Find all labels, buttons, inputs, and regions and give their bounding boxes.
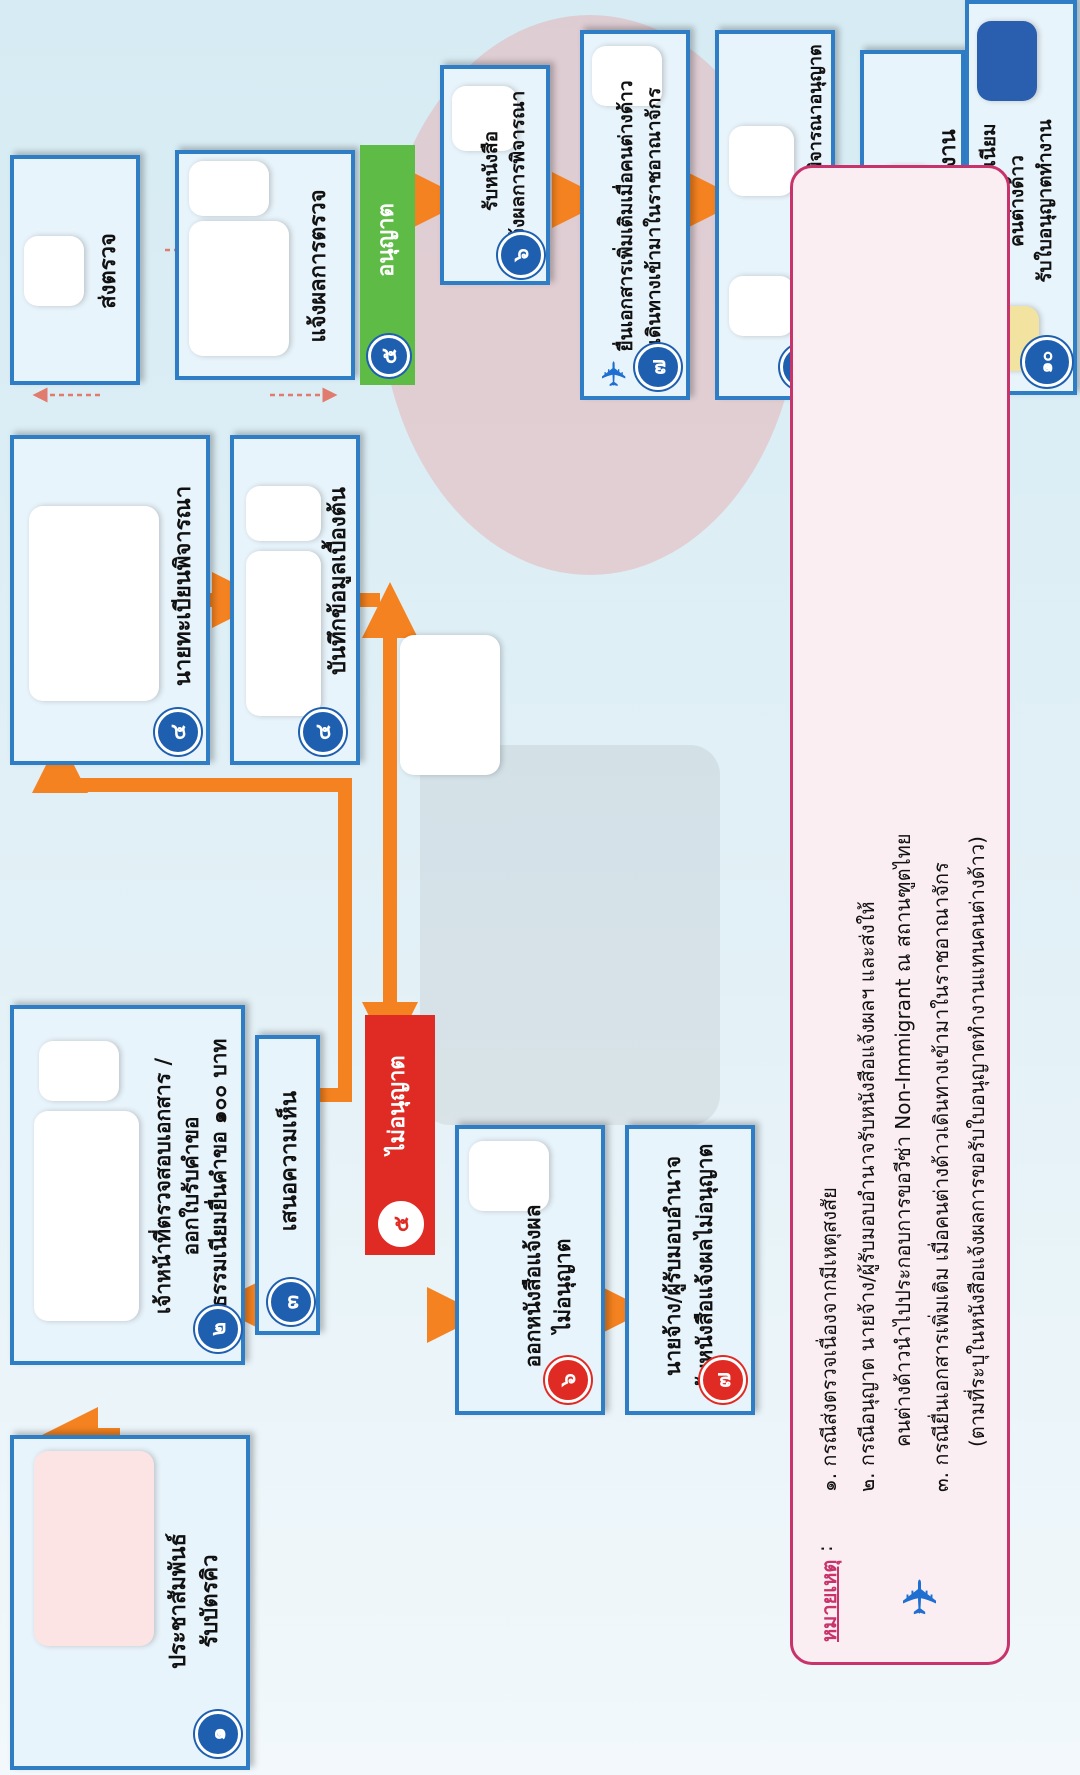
approve-reject-figures-icon <box>400 635 500 775</box>
inspection-result-box: แจ้งผลการตรวจ <box>175 150 355 380</box>
step-7a-badge: ๗ <box>635 344 681 390</box>
step-4b-box: บันทึกข้อมูลเบื้องต้น <box>230 435 360 765</box>
send-inspection-box: ส่งตรวจ <box>10 155 140 385</box>
step-2-line2: ออกใบรับคำขอ <box>177 1021 205 1351</box>
step-2-line1: เจ้าหน้าที่ตรวจสอบเอกสาร / <box>149 1021 177 1351</box>
step-1-line1: ประชาสัมพันธ์ <box>164 1456 194 1746</box>
note-item-3b: (ตามที่ระบุในหนังสือแจ้งผลการขอรับใบอนุญ… <box>961 836 993 1447</box>
magnifier-icon <box>24 236 84 306</box>
step-1-badge: ๑ <box>195 1711 241 1757</box>
step-7b-line1: นายจ้าง/ผู้รับมอบอำนาจ <box>659 1131 687 1401</box>
step-3-label: เสนอความเห็น <box>275 1051 305 1271</box>
police-officer-icon <box>189 221 289 356</box>
send-inspection-label: ส่งตรวจ <box>94 171 124 371</box>
registrar-icon <box>29 506 159 701</box>
note-colon: : <box>813 1545 837 1552</box>
note-item-3a: ๓. กรณียื่นเอกสารเพิ่มเติม เมื่อคนต่างด้… <box>925 862 957 1492</box>
clerk-icon <box>246 551 321 716</box>
step-5b-label: ไม่อนุญาต <box>383 1025 413 1185</box>
step-4b-badge: ๔ <box>300 709 346 755</box>
step-7a-box: ยื่นเอกสารเพิ่มเติมเมื่อคนต่างด้าว เดินท… <box>580 30 690 400</box>
note-item-2b: คนต่างด้าวนำไปประกอบการขอวีซ่า Non-Immig… <box>887 833 919 1447</box>
registrar-icon <box>729 126 794 196</box>
step-5a-label: อนุญาต <box>372 165 402 315</box>
airplane-icon: ✈ <box>595 360 635 389</box>
step-6b-badge: ๖ <box>545 1357 591 1403</box>
note-item-1: ๑. กรณีส่งตรวจเนื่องจากมีเหตุสงสัย <box>813 1187 845 1492</box>
queue-kiosk-icon <box>34 1451 154 1646</box>
clerk-icon <box>729 276 794 336</box>
note-box: หมายเหตุ : ๑. กรณีส่งตรวจเนื่องจากมีเหตุ… <box>790 165 1010 1665</box>
step-4b-label: บันทึกข้อมูลเบื้องต้น <box>324 441 354 721</box>
step-7a-line1: ยื่นเอกสารเพิ่มเติมเมื่อคนต่างด้าว <box>614 66 640 366</box>
step-6a-badge: ๖ <box>498 232 544 278</box>
step-6a-line1: รับหนังสือ <box>479 71 505 271</box>
document-icon <box>246 486 321 541</box>
step-4a-label: นายทะเบียนพิจารณา <box>169 451 199 721</box>
step-2-badge: ๒ <box>195 1306 241 1352</box>
step-10-line3: รับใบอนุญาตทำงาน <box>1033 101 1059 301</box>
document-icon <box>189 161 269 216</box>
step-3-badge: ๓ <box>268 1279 314 1325</box>
officer-icon <box>34 1111 139 1321</box>
inspection-result-label: แจ้งผลการตรวจ <box>304 166 334 366</box>
airplane-icon: ✈ <box>893 1577 949 1617</box>
step-2-line3: ค่าธรรมเนียมยื่นคำขอ ๑๐๐ บาท <box>205 1021 233 1351</box>
step-4a-badge: ๔ <box>155 709 201 755</box>
step-5a-badge: ๕ <box>368 335 410 377</box>
note-item-2a: ๒. กรณีอนุญาต นายจ้าง/ผู้รับมอบอำนาจรับห… <box>851 901 883 1492</box>
note-title: หมายเหตุ <box>813 1560 845 1642</box>
step-5b-badge: ๕ <box>378 1201 424 1247</box>
step-7b-badge: ๗ <box>700 1357 746 1403</box>
step-6b-line1: ออกหนังสือแจ้งผล <box>519 1171 547 1401</box>
document-icon <box>39 1041 119 1101</box>
step-7a-line2: เดินทางเข้ามาในราชอาณาจักร <box>642 66 668 366</box>
step-10-badge: ๑๐ <box>1022 337 1072 387</box>
passport-icon <box>977 21 1037 101</box>
step-1-line2: รับบัตรคิว <box>196 1456 226 1746</box>
